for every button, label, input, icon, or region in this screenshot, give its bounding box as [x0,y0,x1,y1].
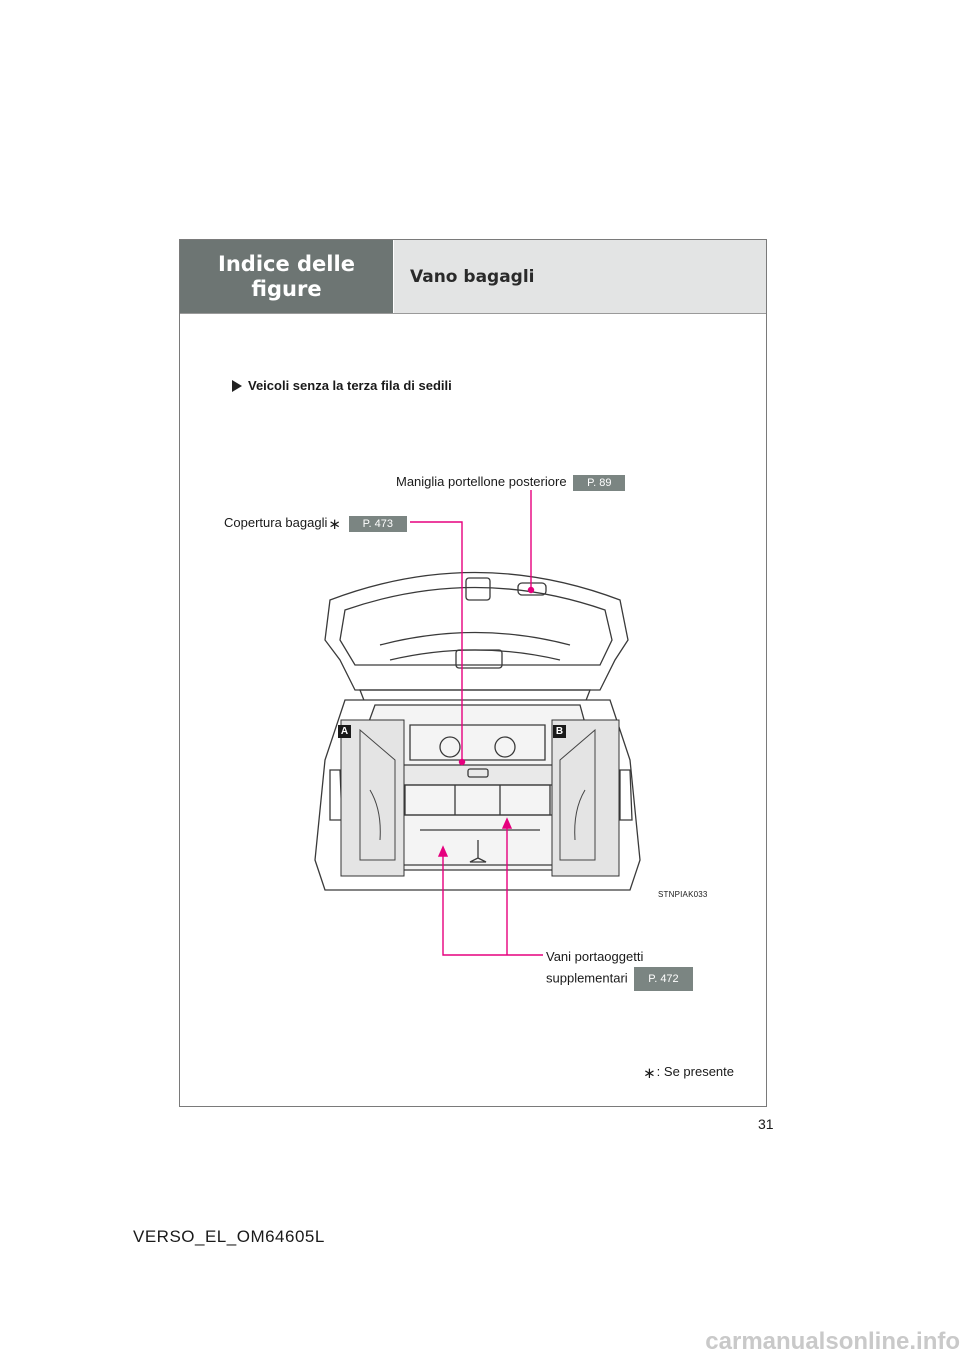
leader-lines [410,490,543,956]
page-ref-badge[interactable]: P. 89 [573,474,626,491]
page-ref-badge[interactable]: P. 473 [348,515,407,532]
callout-cargo-cover: Copertura bagagli∗ P. 473 [224,515,407,533]
asterisk-icon: ∗ [328,516,341,533]
callout-tailgate-handle: Maniglia portellone posteriore P. 89 [396,474,626,491]
page-ref-badge[interactable]: P. 472 [634,967,693,991]
page-frame [179,239,767,1107]
callout-aux-boxes-line2: supplementari [546,970,628,986]
watermark: carmanualsonline.info [705,1328,960,1355]
document-id: VERSO_EL_OM64605L [133,1227,325,1246]
triangle-right-icon [232,379,242,392]
asterisk-icon: ∗ [643,1065,656,1082]
page-number: 31 [758,1116,774,1132]
detail-panel-drawings [359,728,596,861]
footnote-text: : Se presente [656,1064,734,1079]
callout-cargo-cover-label: Copertura bagagli [224,515,328,530]
index-tab: Indice delle figure [180,240,393,313]
illustration-code: STNPIAK033 [658,890,708,899]
footnote: ∗: Se presente [642,1064,734,1082]
marker-a: A [338,725,351,738]
subsection-heading: Veicoli senza la terza fila di sedili [232,378,452,393]
detail-panel-b [551,719,620,877]
section-title: Vano bagagli [410,266,535,287]
subsection-heading-text: Veicoli senza la terza fila di sedili [248,378,452,393]
detail-panel-a [340,719,405,877]
callout-aux-boxes: Vani portaoggetti supplementari P. 472 [546,947,693,991]
marker-b: B [553,725,566,738]
callout-tailgate-handle-label: Maniglia portellone posteriore [396,474,567,489]
index-tab-label: Indice delle figure [218,251,355,301]
header-divider [180,313,766,314]
callout-aux-boxes-line1: Vani portaoggetti [546,949,644,964]
section-title-bar: Vano bagagli [394,240,766,313]
